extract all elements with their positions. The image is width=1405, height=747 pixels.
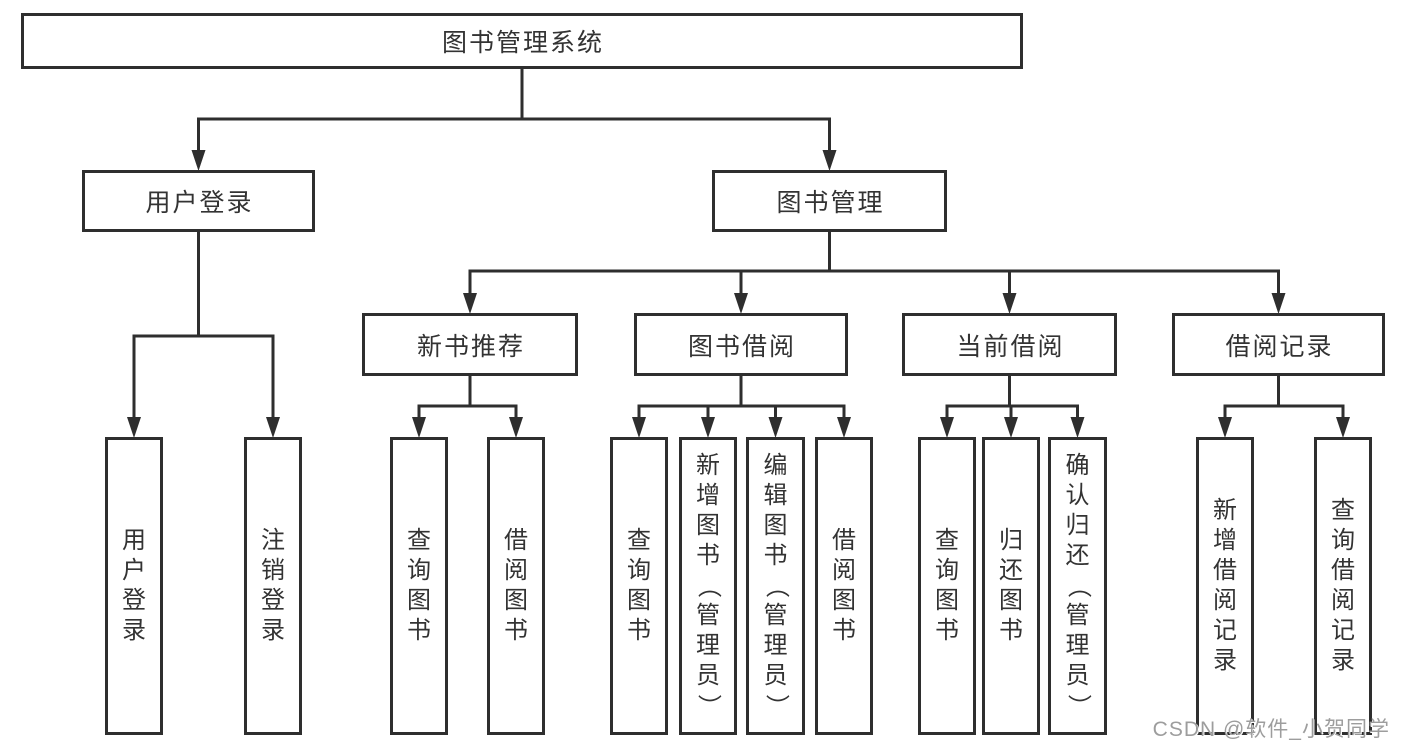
- node-leaf-user-login: 用户登录: [105, 437, 163, 735]
- arrowhead-icon: [266, 417, 280, 438]
- node-label: 用户登录: [145, 189, 254, 217]
- node-label: 图书管理: [776, 189, 885, 217]
- node-leaf-query-book-1: 查询图书: [390, 437, 448, 735]
- arrowhead-icon: [768, 417, 783, 438]
- arrowhead-icon: [940, 417, 954, 438]
- node-label: 归还图书: [999, 527, 1023, 644]
- arrowhead-icon: [734, 293, 748, 314]
- node-borrow-records: 借阅记录: [1172, 313, 1385, 376]
- node-leaf-query-book-2: 查询图书: [610, 437, 668, 735]
- arrowhead-icon: [463, 293, 477, 314]
- node-leaf-add-record: 新增借阅记录: [1196, 437, 1254, 735]
- arrowhead-icon: [1070, 417, 1085, 438]
- watermark: CSDN @软件_小贺同学: [1152, 718, 1390, 741]
- node-label: 查询图书: [407, 527, 431, 644]
- node-label: 编辑图书（管理员）: [762, 452, 790, 718]
- node-label: 借阅图书: [832, 527, 856, 644]
- arrowhead-icon: [1004, 417, 1018, 438]
- node-label: 用户登录: [122, 527, 146, 644]
- node-label: 图书管理系统: [441, 29, 604, 57]
- arrowhead-icon: [822, 150, 837, 171]
- node-leaf-borrow-book-2: 借阅图书: [815, 437, 873, 735]
- node-leaf-confirm-return: 确认归还（管理员）: [1048, 437, 1107, 735]
- node-leaf-borrow-book-1: 借阅图书: [487, 437, 545, 735]
- node-leaf-query-record: 查询借阅记录: [1314, 437, 1372, 735]
- node-label: 借阅记录: [1225, 332, 1334, 361]
- node-label: 新增借阅记录: [1213, 497, 1237, 674]
- node-leaf-query-book-3: 查询图书: [918, 437, 976, 735]
- node-leaf-logout: 注销登录: [244, 437, 302, 735]
- node-new-book-rec: 新书推荐: [362, 313, 578, 376]
- node-label: 注销登录: [261, 527, 285, 644]
- arrowhead-icon: [1336, 417, 1350, 438]
- node-label: 当前借阅: [956, 332, 1065, 361]
- node-label: 新书推荐: [416, 332, 525, 361]
- arrowhead-icon: [1271, 293, 1286, 314]
- arrowhead-icon: [632, 417, 646, 438]
- node-label: 查询图书: [627, 527, 651, 644]
- node-leaf-add-book: 新增图书（管理员）: [679, 437, 737, 735]
- arrowhead-icon: [837, 417, 851, 438]
- node-leaf-edit-book: 编辑图书（管理员）: [746, 437, 805, 735]
- node-root: 图书管理系统: [21, 13, 1023, 69]
- arrowhead-icon: [1218, 417, 1232, 438]
- node-label: 借阅图书: [504, 527, 528, 644]
- node-label: 图书借阅: [687, 332, 796, 361]
- arrowhead-icon: [127, 417, 141, 438]
- node-label: 查询借阅记录: [1331, 497, 1355, 674]
- node-label: 新增图书（管理员）: [695, 452, 722, 718]
- arrowhead-icon: [1002, 293, 1017, 314]
- arrowhead-icon: [412, 417, 426, 438]
- node-current-borrow: 当前借阅: [902, 313, 1117, 376]
- node-label: 确认归还（管理员）: [1064, 452, 1092, 718]
- node-leaf-return-book: 归还图书: [982, 437, 1040, 735]
- node-label: 查询图书: [935, 527, 959, 644]
- node-book-borrow: 图书借阅: [634, 313, 848, 376]
- node-book-mgmt: 图书管理: [712, 170, 947, 232]
- arrowhead-icon: [701, 417, 715, 438]
- node-user-login: 用户登录: [82, 170, 315, 232]
- arrowhead-icon: [509, 417, 523, 438]
- arrowhead-icon: [191, 150, 206, 171]
